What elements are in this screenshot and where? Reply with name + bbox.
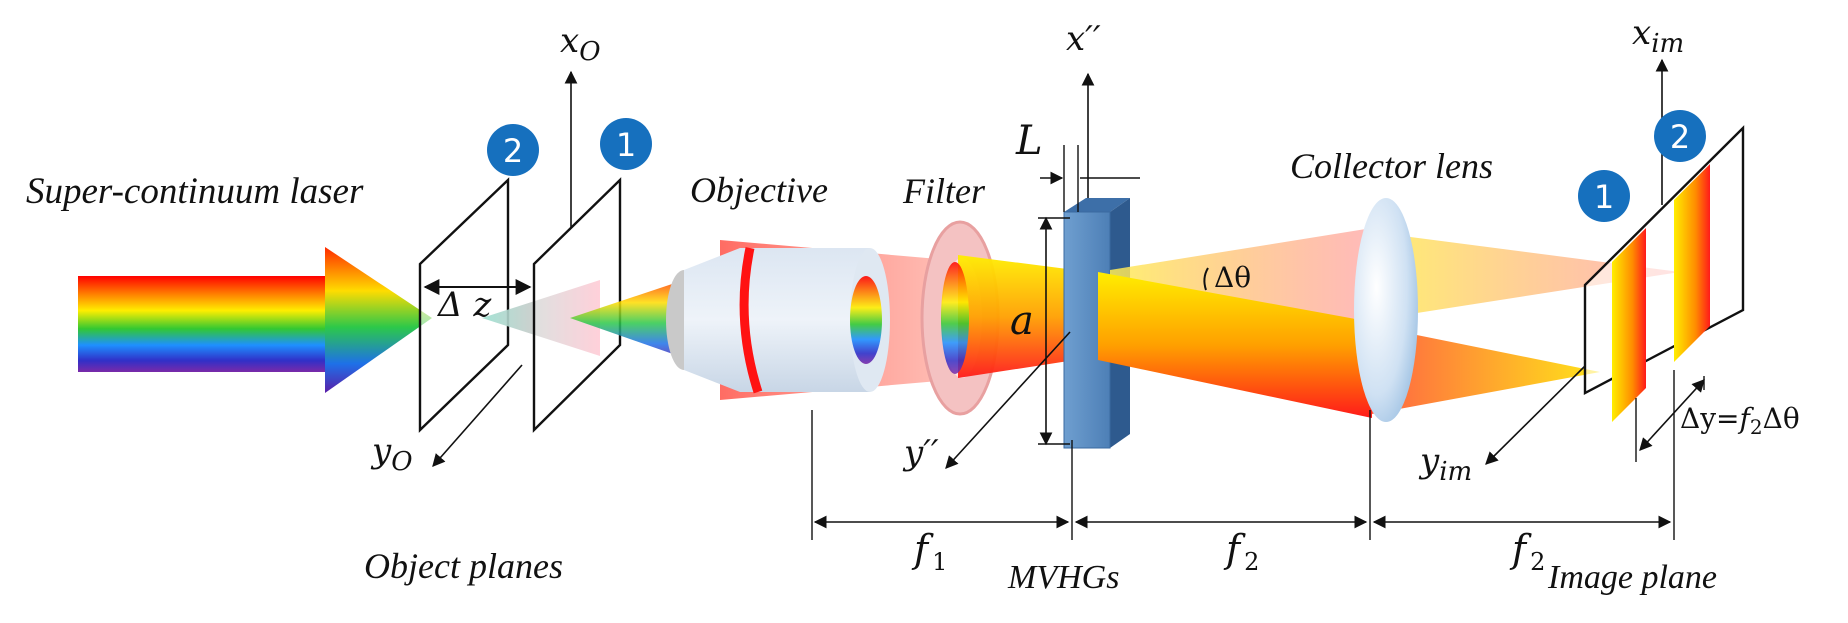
label-a: a	[1010, 298, 1034, 344]
label-xpp: x′′	[1066, 19, 1101, 59]
laser-rainbow-beam	[78, 276, 330, 372]
ypp-axis-arrow	[945, 331, 1071, 469]
objective-red-ring	[739, 247, 763, 394]
badge-object-1: 1	[600, 118, 652, 170]
label-collector: Collector lens	[1290, 146, 1493, 186]
badge-object-2: 2	[487, 124, 539, 176]
upper-beam-to-image	[1372, 232, 1680, 320]
label-ypp: y′′	[902, 433, 939, 473]
image-stripe-1	[1612, 228, 1646, 422]
label-mvhgs: MVHGs	[1007, 559, 1119, 596]
object-plane-1	[532, 177, 622, 433]
lower-beam-to-image	[1372, 326, 1600, 414]
label-filter: Filter	[902, 171, 986, 211]
label-laser: Super-continuum laser	[26, 171, 364, 212]
delta-theta-arc	[1203, 267, 1209, 291]
badge-object-1-text: 1	[616, 126, 636, 164]
main-beam	[1098, 272, 1372, 418]
badge-image-2-text: 2	[1670, 118, 1690, 156]
object-planes-group	[418, 70, 690, 467]
collector-lens	[1354, 198, 1418, 422]
laser-beam	[78, 247, 432, 393]
focus-cone	[482, 280, 600, 356]
badge-image-1-text: 1	[1594, 178, 1614, 216]
label-delta-z: Δ z	[436, 285, 492, 325]
diffracted-beams	[1098, 228, 1680, 418]
objective-lens	[666, 240, 950, 400]
label-yim: yim	[1418, 441, 1472, 487]
image-stripe-2	[1674, 164, 1710, 362]
badge-object-2-text: 2	[503, 132, 523, 170]
focal-dimensions	[811, 370, 1675, 540]
label-objective: Objective	[690, 170, 828, 210]
laser-expanding-cone	[325, 247, 432, 393]
image-plane-group	[1485, 58, 1745, 465]
label-xo: xO	[560, 21, 601, 67]
label-L: L	[1015, 118, 1043, 164]
label-delta-theta: Δθ	[1214, 261, 1251, 294]
label-yo: yO	[370, 431, 413, 477]
label-xim: xim	[1632, 13, 1684, 59]
label-delta-y: Δy=f2Δθ	[1680, 402, 1800, 439]
object-plane-2	[418, 177, 510, 433]
yim-axis-arrow	[1485, 365, 1586, 465]
badge-image-1: 1	[1578, 170, 1630, 222]
label-object-planes: Object planes	[364, 546, 563, 586]
label-image-plane: Image plane	[1547, 559, 1717, 596]
badge-image-2: 2	[1654, 110, 1706, 162]
filter-element	[920, 220, 1075, 416]
delta-y-arrow	[1639, 379, 1705, 451]
cone-into-objective	[570, 278, 690, 360]
image-plane	[1583, 125, 1745, 395]
yo-axis-arrow	[432, 364, 523, 467]
